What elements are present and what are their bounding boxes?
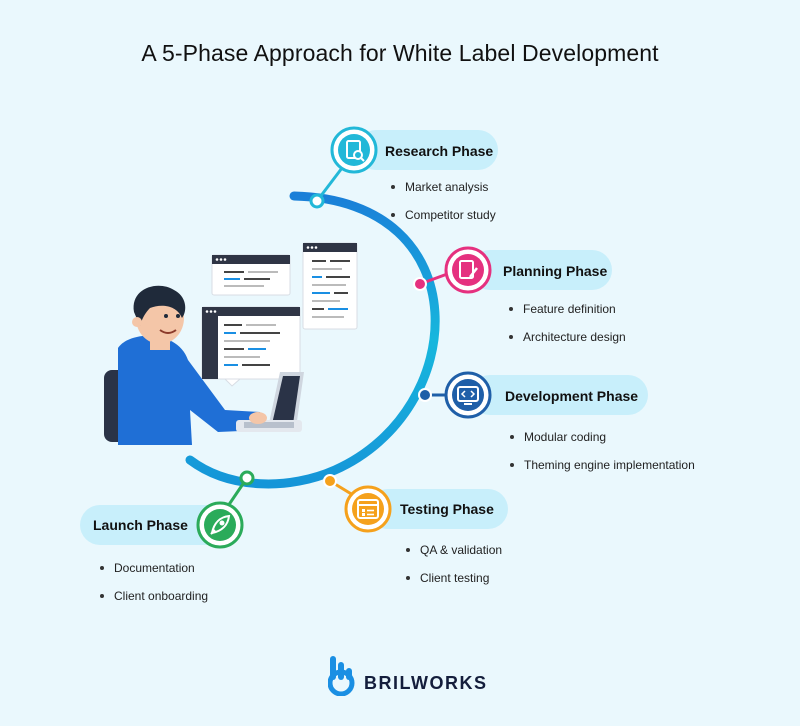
list-item: Feature definition [509, 301, 626, 329]
phase-label-research: Research Phase [385, 143, 494, 159]
list-item: Client onboarding [100, 588, 208, 616]
checklist-window-icon [344, 485, 392, 533]
phase-label-testing: Testing Phase [400, 501, 494, 517]
phase-label-planning: Planning Phase [503, 263, 608, 279]
list-item: Client testing [406, 570, 502, 598]
rocket-icon [196, 501, 244, 549]
developer-illustration [104, 285, 304, 445]
code-monitor-icon [444, 371, 492, 419]
page-title: A 5-Phase Approach for White Label Devel… [141, 40, 659, 66]
brand-name: BRILWORKS [364, 673, 488, 693]
document-edit-icon [444, 246, 492, 294]
code-window-illustration [201, 242, 358, 387]
arc-dot-testing [323, 474, 337, 488]
arc-dot-planning [413, 277, 427, 291]
arc-dot-launch [239, 470, 255, 486]
arc-dot-development [418, 388, 432, 402]
phase-label-launch: Launch Phase [93, 517, 188, 533]
list-item: Architecture design [509, 329, 626, 357]
list-item: Theming engine implementation [510, 457, 695, 485]
list-item: Competitor study [391, 207, 496, 235]
list-item: Market analysis [391, 179, 496, 207]
list-item: Modular coding [510, 429, 695, 457]
document-search-icon [330, 126, 378, 174]
list-item: QA & validation [406, 542, 502, 570]
launch-bullets: Documentation Client onboarding [100, 560, 208, 616]
development-bullets: Modular coding Theming engine implementa… [510, 429, 695, 485]
phase-arc [185, 191, 440, 489]
brilworks-logo-icon [328, 656, 355, 696]
research-bullets: Market analysis Competitor study [391, 179, 496, 235]
arc-dot-research [309, 193, 325, 209]
list-item: Documentation [100, 560, 208, 588]
phase-label-development: Development Phase [505, 388, 639, 404]
testing-bullets: QA & validation Client testing [406, 542, 502, 598]
planning-bullets: Feature definition Architecture design [509, 301, 626, 357]
